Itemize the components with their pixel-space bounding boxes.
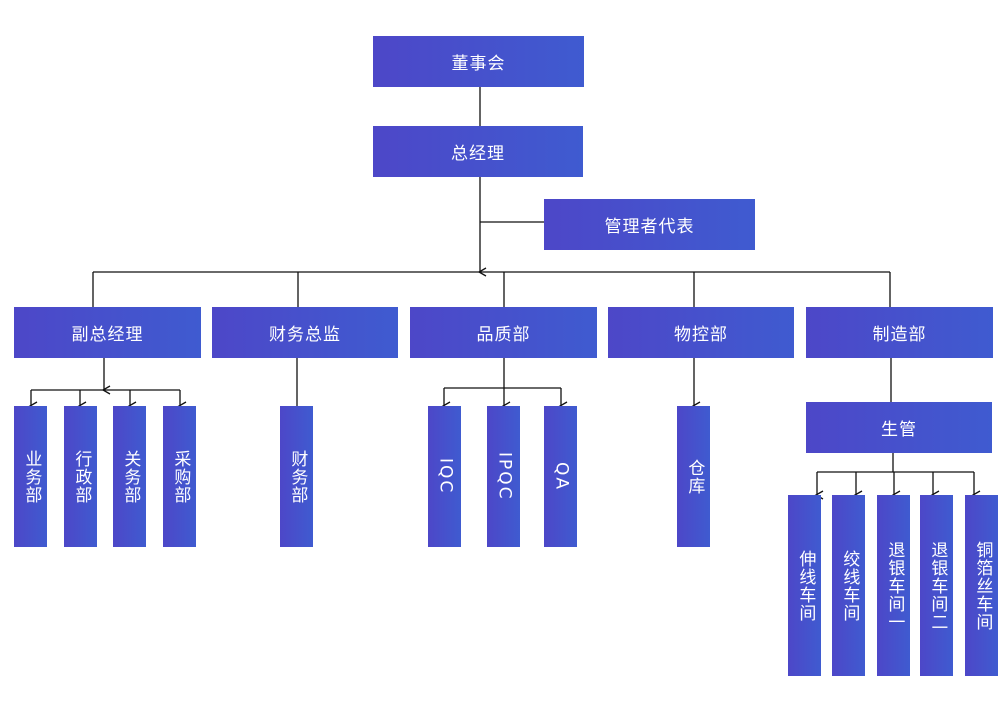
node-general-manager: 总经理 <box>373 126 583 177</box>
node-board: 董事会 <box>373 36 584 87</box>
node-vice-general-manager: 副总经理 <box>14 307 201 358</box>
node-business-dept: 业务部 <box>14 406 47 547</box>
node-copper-foil-workshop: 铜箔丝车间 <box>965 495 998 676</box>
node-admin-dept: 行政部 <box>64 406 97 547</box>
node-warehouse: 仓库 <box>677 406 710 547</box>
node-manufacturing-dept: 制造部 <box>806 307 993 358</box>
node-material-control-dept: 物控部 <box>608 307 794 358</box>
node-management-representative: 管理者代表 <box>544 199 755 250</box>
node-annealing-workshop-2: 退银车间二 <box>920 495 953 676</box>
node-wire-drawing-workshop: 伸线车间 <box>788 495 821 676</box>
node-purchasing-dept: 采购部 <box>163 406 196 547</box>
node-quality-dept: 品质部 <box>410 307 597 358</box>
node-stranding-workshop: 绞线车间 <box>832 495 865 676</box>
node-customs-dept: 关务部 <box>113 406 146 547</box>
node-finance-dept: 财务部 <box>280 406 313 547</box>
node-ipqc: IPQC <box>487 406 520 547</box>
node-production-management: 生管 <box>806 402 992 453</box>
node-finance-director: 财务总监 <box>212 307 398 358</box>
node-annealing-workshop-1: 退银车间一 <box>877 495 910 676</box>
node-iqc: IQC <box>428 406 461 547</box>
node-qa: QA <box>544 406 577 547</box>
